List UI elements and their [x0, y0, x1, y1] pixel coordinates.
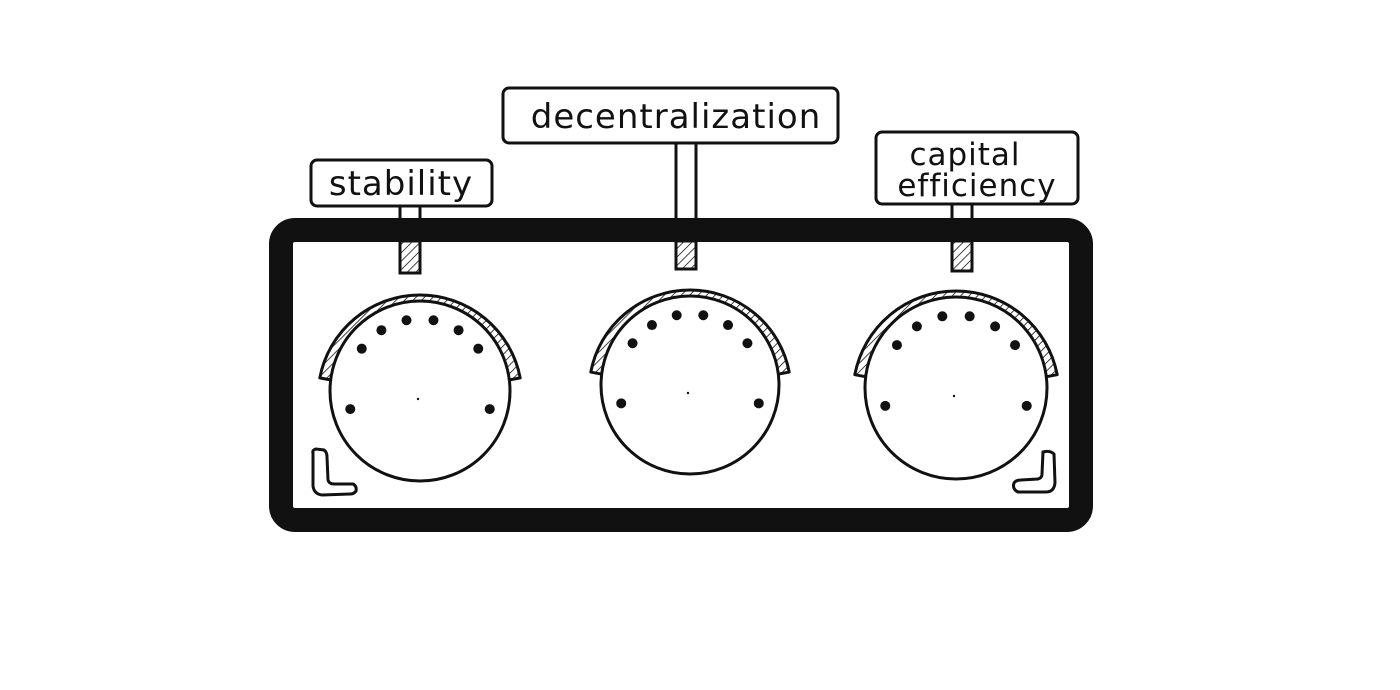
- knob-scale-dot-decentralization-5: [698, 310, 709, 321]
- knob-scale-dot-decentralization-1: [616, 398, 627, 409]
- knob-scale-dot-stability-5: [428, 315, 439, 326]
- knob-label-stability: stability: [329, 164, 473, 204]
- knob-dial-stability: [328, 299, 512, 483]
- knob-pointer-decentralization: [674, 239, 698, 271]
- knob-scale-dot-capital-efficiency-8: [1021, 400, 1032, 411]
- knob-scale-dot-decentralization-7: [742, 338, 753, 349]
- knob-label-decentralization: decentralization: [531, 97, 822, 137]
- panel-corner-foot-left: [311, 447, 358, 497]
- panel-corner-foot-right: [1012, 449, 1057, 494]
- knob-scale-dot-capital-efficiency-4: [937, 311, 948, 322]
- knob-scale-dot-stability-3: [376, 325, 387, 336]
- knob-scale-dot-decentralization-6: [723, 320, 734, 331]
- knob-decentralization[interactable]: [589, 143, 791, 476]
- knob-stability[interactable]: [318, 206, 522, 483]
- label-callout-stability: stability: [309, 158, 494, 208]
- knob-scale-dot-capital-efficiency-2: [891, 340, 902, 351]
- knob-scale-dot-decentralization-8: [753, 398, 764, 409]
- knob-pointer-stability: [398, 239, 422, 275]
- knob-scale-dot-decentralization-2: [627, 338, 638, 349]
- knob-scale-dot-stability-6: [453, 325, 464, 336]
- knob-label-capital-efficiency-line-1: capital: [909, 137, 1020, 173]
- knob-scale-dot-stability-2: [356, 343, 367, 354]
- label-callout-decentralization: decentralization: [501, 86, 840, 145]
- knob-center-mark-decentralization: [686, 391, 690, 395]
- knob-center-mark-stability: [416, 397, 420, 401]
- knob-scale-dot-stability-8: [484, 404, 495, 415]
- label-callout-capital-efficiency: capital efficiency: [874, 130, 1080, 206]
- knob-label-capital-efficiency-line-2: efficiency: [897, 168, 1056, 204]
- knob-scale-dot-decentralization-4: [671, 310, 682, 321]
- knob-scale-dot-capital-efficiency-3: [911, 321, 922, 332]
- knob-scale-dot-capital-efficiency-6: [990, 321, 1001, 332]
- knob-scale-dot-stability-7: [473, 343, 484, 354]
- knob-center-mark-capital-efficiency: [952, 394, 956, 398]
- knob-scale-dot-capital-efficiency-5: [964, 311, 975, 322]
- knob-dial-capital-efficiency: [863, 295, 1049, 481]
- knob-scale-dot-stability-1: [345, 404, 356, 415]
- knob-capital-efficiency[interactable]: [853, 204, 1059, 481]
- knob-pointer-capital-efficiency: [950, 239, 974, 273]
- knob-dial-decentralization: [599, 294, 781, 476]
- knob-scale-dot-capital-efficiency-7: [1010, 340, 1021, 351]
- knob-scale-dot-capital-efficiency-1: [880, 400, 891, 411]
- knob-scale-dot-decentralization-3: [646, 320, 657, 331]
- knob-scale-dot-stability-4: [401, 315, 412, 326]
